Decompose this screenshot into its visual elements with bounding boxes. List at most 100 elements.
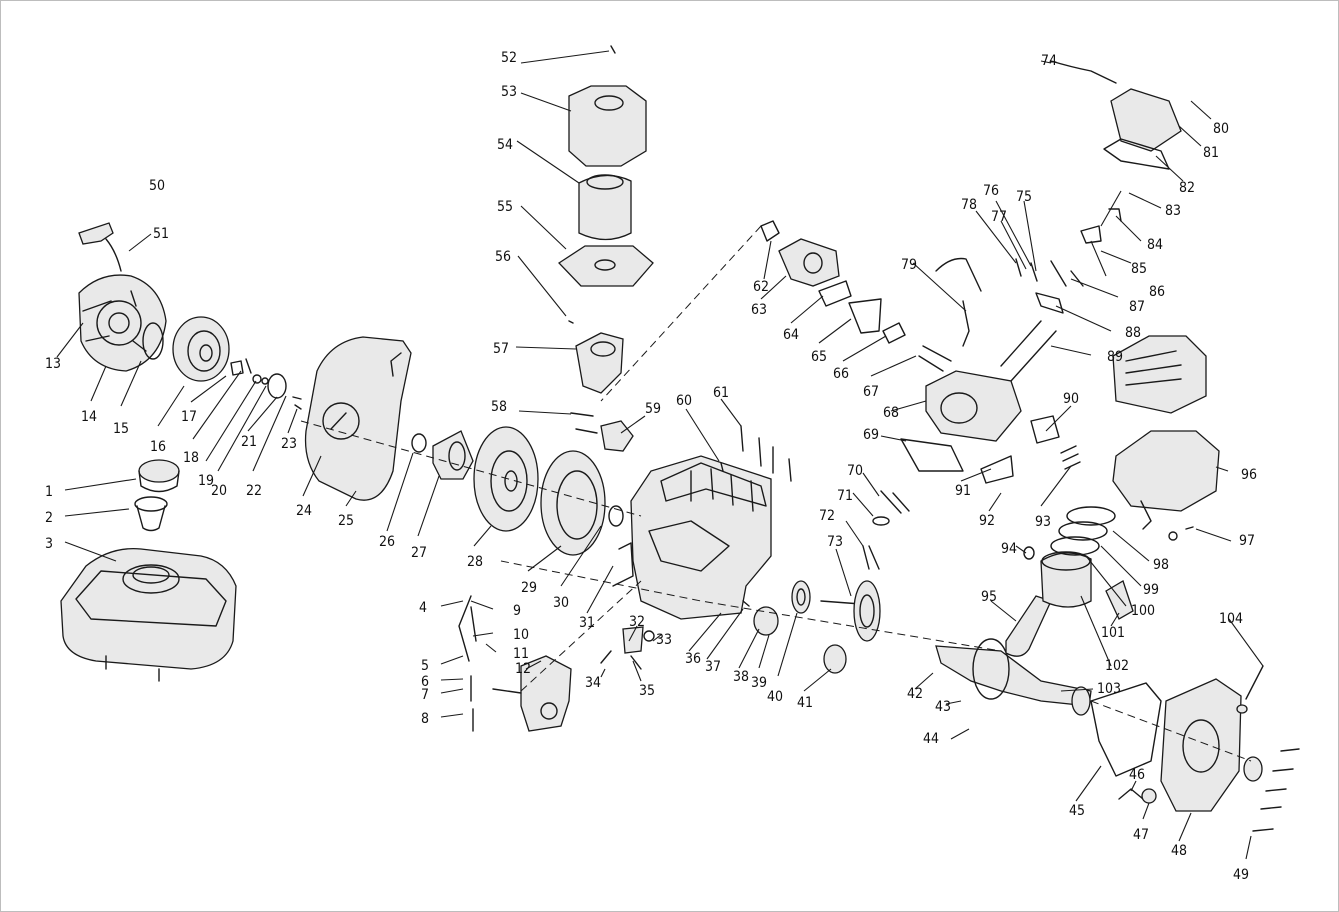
callout-label-38: 38 [733, 669, 749, 685]
callout-label-98: 98 [1153, 557, 1169, 573]
callout-label-60: 60 [676, 393, 692, 409]
callout-label-34: 34 [585, 675, 601, 691]
callout-label-82: 82 [1179, 180, 1195, 196]
callout-label-69: 69 [863, 427, 879, 443]
callout-label-103: 103 [1097, 681, 1121, 697]
callout-label-74: 74 [1041, 53, 1057, 69]
callout-label-1: 1 [45, 484, 53, 500]
callout-label-76: 76 [983, 183, 999, 199]
callout-label-4: 4 [419, 600, 427, 616]
callout-label-6: 6 [421, 674, 429, 690]
callout-label-77: 77 [991, 209, 1007, 225]
callout-label-67: 67 [863, 384, 879, 400]
callout-label-64: 64 [783, 327, 799, 343]
callout-label-46: 46 [1129, 767, 1145, 783]
callout-label-89: 89 [1107, 349, 1123, 365]
callout-label-83: 83 [1165, 203, 1181, 219]
callout-label-29: 29 [521, 580, 537, 596]
callout-label-21: 21 [241, 434, 257, 450]
callout-label-80: 80 [1213, 121, 1229, 137]
callout-label-97: 97 [1239, 533, 1255, 549]
callout-label-72: 72 [819, 508, 835, 524]
callout-label-84: 84 [1147, 237, 1163, 253]
callout-label-95: 95 [981, 589, 997, 605]
center-lines [300, 225, 1252, 762]
part-drawings [60, 45, 1300, 832]
callout-label-28: 28 [467, 554, 483, 570]
callout-label-87: 87 [1129, 299, 1145, 315]
callout-label-63: 63 [751, 302, 767, 318]
callout-label-75: 75 [1016, 189, 1032, 205]
callout-label-9: 9 [513, 603, 521, 619]
callout-label-71: 71 [837, 488, 853, 504]
callout-label-92: 92 [979, 513, 995, 529]
callout-label-8: 8 [421, 711, 429, 727]
callout-label-45: 45 [1069, 803, 1085, 819]
callout-label-48: 48 [1171, 843, 1187, 859]
callout-label-54: 54 [497, 137, 513, 153]
callout-label-102: 102 [1105, 658, 1129, 674]
callout-label-90: 90 [1063, 391, 1079, 407]
callout-label-44: 44 [923, 731, 939, 747]
callout-label-73: 73 [827, 534, 843, 550]
callout-label-30: 30 [553, 595, 569, 611]
callout-label-58: 58 [491, 399, 507, 415]
callout-label-104: 104 [1219, 611, 1243, 627]
callout-label-23: 23 [281, 436, 297, 452]
callout-label-99: 99 [1143, 582, 1159, 598]
callout-label-79: 79 [901, 257, 917, 273]
callout-label-85: 85 [1131, 261, 1147, 277]
callout-label-93: 93 [1035, 514, 1051, 530]
callout-label-43: 43 [935, 699, 951, 715]
callout-label-2: 2 [45, 510, 53, 526]
callout-label-47: 47 [1133, 827, 1149, 843]
callout-label-100: 100 [1131, 603, 1155, 619]
callout-label-86: 86 [1149, 284, 1165, 300]
callout-label-65: 65 [811, 349, 827, 365]
callout-label-3: 3 [45, 536, 53, 552]
callout-label-33: 33 [656, 632, 672, 648]
callout-label-13: 13 [45, 356, 61, 372]
callout-labels: 1234567891011121314151617181920212223242… [45, 50, 1257, 883]
callout-label-25: 25 [338, 513, 354, 529]
callout-label-27: 27 [411, 545, 427, 561]
callout-label-10: 10 [513, 627, 529, 643]
callout-label-31: 31 [579, 615, 595, 631]
callout-label-52: 52 [501, 50, 517, 66]
callout-label-32: 32 [629, 614, 645, 630]
callout-label-41: 41 [797, 695, 813, 711]
callout-label-14: 14 [81, 409, 97, 425]
callout-label-17: 17 [181, 409, 197, 425]
callout-label-59: 59 [645, 401, 661, 417]
callout-label-36: 36 [685, 651, 701, 667]
callout-label-50: 50 [149, 178, 165, 194]
callout-label-35: 35 [639, 683, 655, 699]
callout-label-37: 37 [705, 659, 721, 675]
callout-label-12: 12 [515, 661, 531, 677]
callout-label-11: 11 [513, 646, 529, 662]
callout-label-78: 78 [961, 197, 977, 213]
callout-label-22: 22 [246, 483, 262, 499]
callout-label-42: 42 [907, 686, 923, 702]
callout-label-39: 39 [751, 675, 767, 691]
callout-label-24: 24 [296, 503, 312, 519]
callout-label-94: 94 [1001, 541, 1017, 557]
callout-label-15: 15 [113, 421, 129, 437]
callout-label-66: 66 [833, 366, 849, 382]
callout-label-53: 53 [501, 84, 517, 100]
callout-label-56: 56 [495, 249, 511, 265]
callout-label-51: 51 [153, 226, 169, 242]
callout-label-7: 7 [421, 687, 429, 703]
callout-label-96: 96 [1241, 467, 1257, 483]
callout-label-70: 70 [847, 463, 863, 479]
callout-label-62: 62 [753, 279, 769, 295]
callout-label-20: 20 [211, 483, 227, 499]
leader-lines [56, 50, 1264, 860]
callout-label-101: 101 [1101, 625, 1125, 641]
callout-label-68: 68 [883, 405, 899, 421]
callout-label-40: 40 [767, 689, 783, 705]
callout-label-49: 49 [1233, 867, 1249, 883]
callout-label-5: 5 [421, 658, 429, 674]
